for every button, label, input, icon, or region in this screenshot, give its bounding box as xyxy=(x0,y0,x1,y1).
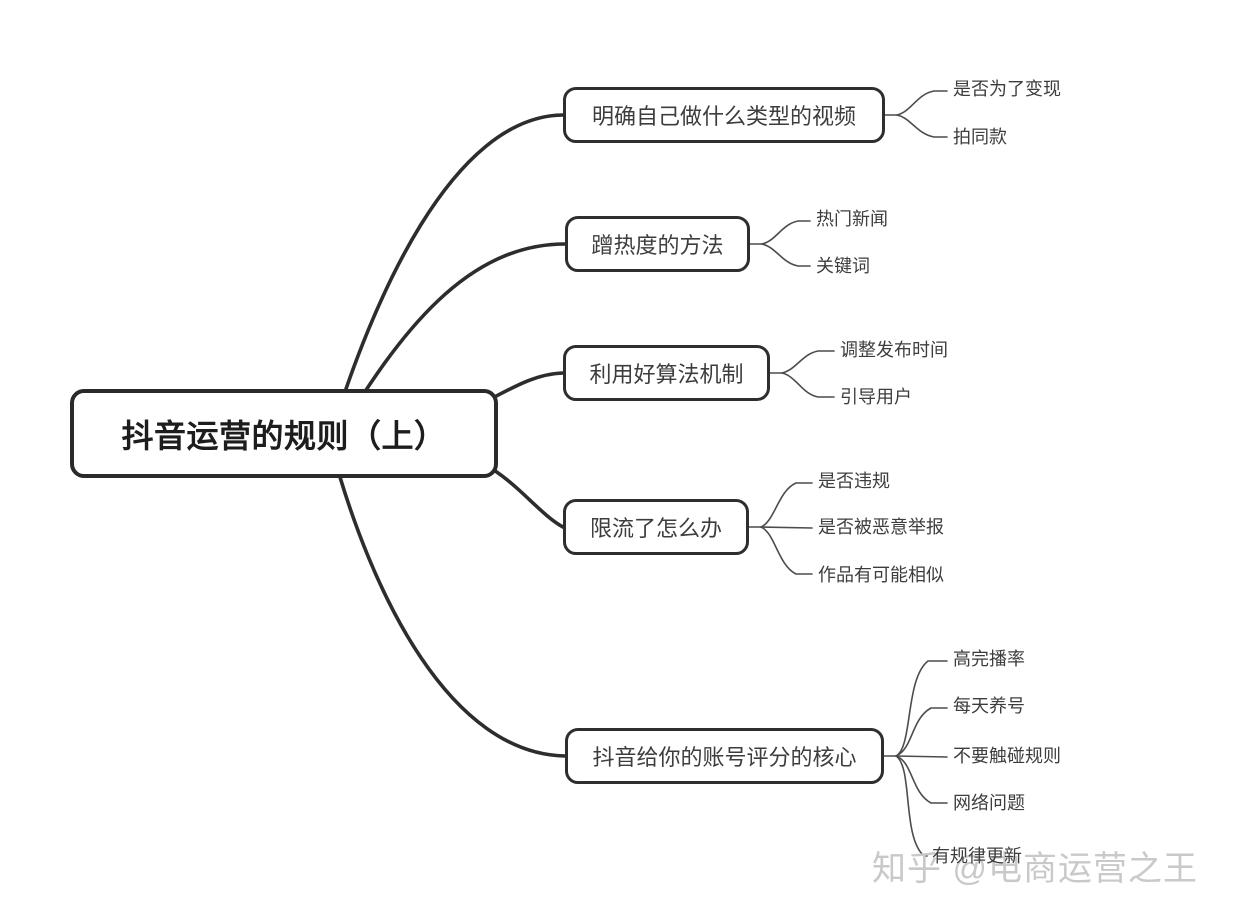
connector-branch5-leaf5 xyxy=(895,755,928,857)
leaf-node-completion-rate[interactable]: 高完播率 xyxy=(953,649,1025,670)
leaf-node-violation[interactable]: 是否违规 xyxy=(818,471,890,492)
zhihu-watermark: 知乎 @电商运营之王 xyxy=(872,850,1198,888)
branch-node-label: 明确自己做什么类型的视频 xyxy=(591,104,856,129)
leaf-node-shoot-same[interactable]: 拍同款 xyxy=(953,127,1007,148)
leaf-node-similar-works[interactable]: 作品有可能相似 xyxy=(818,565,944,586)
branch-node-algorithm[interactable]: 利用好算法机制 xyxy=(563,345,770,401)
leaf-node-keywords[interactable]: 关键词 xyxy=(816,256,870,277)
connector-branch3-leaf2 xyxy=(781,372,835,398)
connector-branch4-leaf3 xyxy=(760,526,813,575)
connector-branch3-leaf1 xyxy=(781,350,835,374)
connector-branch1-leaf1 xyxy=(896,90,948,116)
connector-branch5-leaf4 xyxy=(895,755,948,804)
connector-branch4-leaf1 xyxy=(760,482,813,528)
leaf-node-hot-news[interactable]: 热门新闻 xyxy=(816,209,888,230)
leaf-node-regular-update[interactable]: 有规律更新 xyxy=(932,846,1022,867)
connector-branch1-leaf2 xyxy=(896,114,948,138)
leaf-node-daily-nurture[interactable]: 每天养号 xyxy=(953,696,1025,717)
leaf-node-guide-users[interactable]: 引导用户 xyxy=(840,387,912,408)
connector-branch5-leaf2 xyxy=(895,707,948,757)
connector-branch5-leaf3 xyxy=(895,755,948,758)
connector-branch2-leaf1 xyxy=(761,220,811,245)
root-node[interactable]: 抖音运营的规则（上） xyxy=(70,389,498,478)
branch-node-account-score[interactable]: 抖音给你的账号评分的核心 xyxy=(565,728,884,784)
branch-node-trend-riding[interactable]: 蹭热度的方法 xyxy=(565,216,750,272)
leaf-node-publish-time[interactable]: 调整发布时间 xyxy=(840,340,948,361)
leaf-node-malicious-report[interactable]: 是否被恶意举报 xyxy=(818,517,944,538)
root-node-label: 抖音运营的规则（上） xyxy=(121,417,447,454)
connector-root-branch5 xyxy=(328,440,567,758)
branch-node-throttled[interactable]: 限流了怎么办 xyxy=(563,499,749,555)
branch-node-label: 抖音给你的账号评分的核心 xyxy=(592,745,857,770)
branch-node-video-type[interactable]: 明确自己做什么类型的视频 xyxy=(563,87,885,143)
leaf-node-monetization[interactable]: 是否为了变现 xyxy=(953,79,1061,100)
leaf-node-network-issue[interactable]: 网络问题 xyxy=(953,793,1025,814)
branch-node-label: 利用好算法机制 xyxy=(589,362,744,387)
connector-root-branch1 xyxy=(328,113,565,440)
branch-node-label: 限流了怎么办 xyxy=(589,516,722,541)
connector-branch4-leaf2 xyxy=(760,526,813,529)
branch-node-label: 蹭热度的方法 xyxy=(591,233,724,258)
leaf-node-no-rule-break[interactable]: 不要触碰规则 xyxy=(953,746,1061,767)
connector-branch2-leaf2 xyxy=(761,243,811,267)
connector-branch5-leaf1 xyxy=(895,660,948,757)
